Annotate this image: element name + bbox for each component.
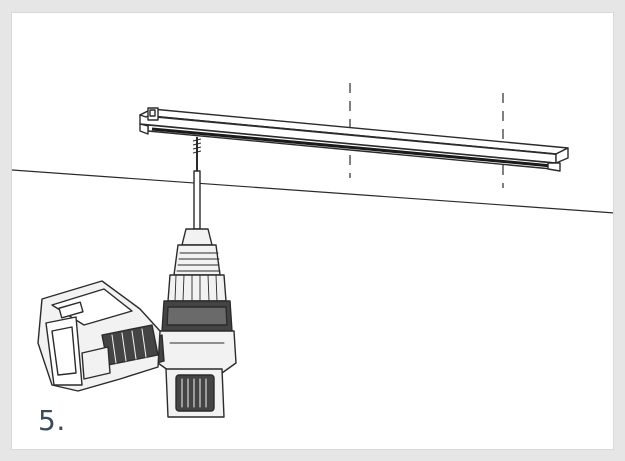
ceiling-edge-line	[12, 169, 613, 214]
cordless-drill-icon	[37, 170, 237, 418]
mounting-guide-lines	[349, 83, 504, 188]
instruction-illustration	[12, 83, 613, 418]
step-number-label: 5.	[38, 404, 66, 437]
instruction-panel: 5.	[11, 12, 614, 450]
ceiling-rail-icon	[139, 107, 569, 172]
screw-icon	[192, 137, 202, 171]
